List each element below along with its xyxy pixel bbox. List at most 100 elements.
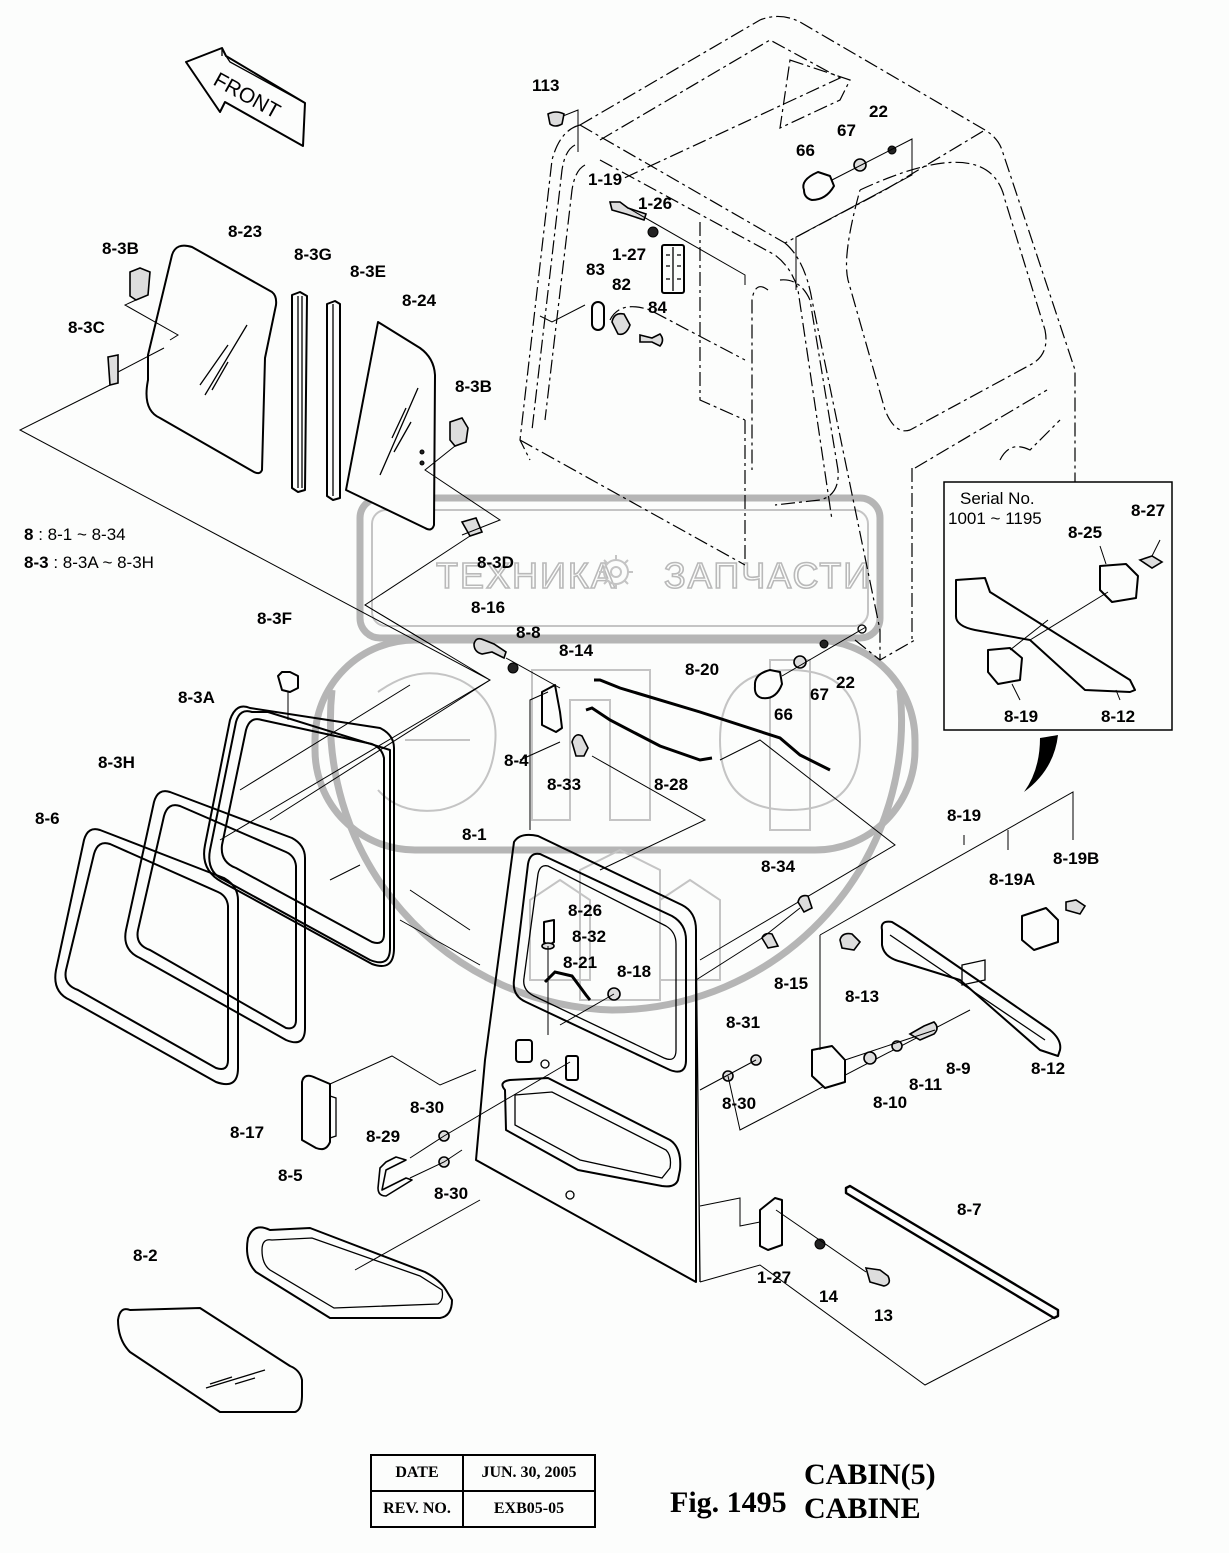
label-8-5: 8-5 [278, 1166, 303, 1185]
cap-113 [547, 111, 565, 127]
watermark-text-right: ЗАПЧАСТИ [664, 555, 871, 596]
label-8-19B: 8-19B [1053, 849, 1099, 868]
label-8-11: 8-11 [909, 1075, 942, 1094]
group-note-8-range: : 8-1 ~ 8-34 [38, 525, 125, 544]
handle-group [811, 735, 1087, 1089]
label-inset-8-12: 8-12 [1101, 707, 1135, 726]
watermark-logo-band [311, 636, 919, 854]
label-8-3B-lower: 8-3B [455, 377, 492, 396]
label-8-30-upper: 8-30 [410, 1098, 444, 1117]
label-8-1: 8-1 [462, 825, 487, 844]
figure-name: CABIN(5) CABINE [804, 1458, 936, 1526]
revision-table: DATE JUN. 30, 2005 REV. NO. EXB05-05 [370, 1454, 596, 1528]
rod-8-21 [543, 970, 592, 1001]
label-8-32: 8-32 [572, 927, 606, 946]
strip-8-7 [844, 1184, 1060, 1320]
inset-escutcheon-8-25 [1099, 563, 1139, 603]
inset-screw-8-27 [1138, 555, 1164, 569]
label-inset-8-19: 8-19 [1004, 707, 1038, 726]
label-8-9: 8-9 [946, 1059, 971, 1078]
washer-8-8 [507, 662, 519, 674]
label-8-29: 8-29 [366, 1127, 400, 1146]
serial-range: 1001 ~ 1195 [948, 509, 1042, 528]
label-66-door: 66 [774, 705, 793, 724]
watermark-tree [529, 848, 721, 1001]
bolt-13 [864, 1267, 891, 1287]
watermark-plate-inner [371, 509, 869, 627]
label-8-3H: 8-3H [98, 753, 135, 772]
label-22-top: 22 [869, 102, 888, 121]
label-1-19: 1-19 [588, 170, 622, 189]
block-8-3F [277, 671, 299, 693]
part-labels: 113 22 67 66 1-19 1-26 1-27 83 82 84 8-2… [24, 76, 1165, 1325]
nut-22-door [819, 639, 829, 649]
revision-label: REV. NO. [370, 1490, 464, 1528]
plate-83 [591, 301, 605, 331]
label-1-26: 1-26 [638, 194, 672, 213]
figure-name-fr: CABINE [804, 1492, 921, 1525]
label-8-12: 8-12 [1031, 1059, 1065, 1078]
door-lower-opening [501, 1077, 682, 1188]
label-8-34: 8-34 [761, 857, 796, 876]
label-8-3C: 8-3C [68, 318, 105, 337]
glass-8-2 [117, 1307, 303, 1413]
front-direction-arrow: FRONT [185, 47, 306, 147]
label-inset-8-25: 8-25 [1068, 523, 1102, 542]
label-8-20: 8-20 [685, 660, 719, 679]
label-13: 13 [874, 1306, 893, 1325]
label-66-top: 66 [796, 141, 815, 160]
nut-22-top [887, 145, 897, 155]
bolt-8-26 [543, 919, 555, 947]
cover-8-17 [301, 1074, 331, 1151]
latch-8-19 [811, 1045, 846, 1089]
door-lock-group [473, 624, 896, 961]
washer-67-door [793, 655, 807, 669]
washer-1-26 [647, 226, 659, 238]
clip-8-34 [797, 894, 813, 914]
rod-8-20 [594, 678, 831, 772]
knob-66-door [753, 669, 783, 700]
figure-name-en: CABIN(5) [804, 1458, 936, 1491]
nut-8-10 [863, 1051, 877, 1065]
bracket-8-3D [460, 517, 484, 537]
inset-pointer-arrow [1024, 735, 1058, 792]
label-8-24: 8-24 [402, 291, 437, 310]
serial-title: Serial No. [960, 489, 1035, 508]
label-83: 83 [586, 260, 605, 279]
hinge-1-27-bottom [759, 1197, 783, 1251]
hinge-strip-group [699, 1184, 1060, 1386]
weatherstrip-group [54, 671, 491, 1086]
washer-67-top [853, 158, 867, 172]
label-8-28: 8-28 [654, 775, 688, 794]
revision-row: REV. NO. EXB05-05 [370, 1490, 596, 1528]
label-8-3D: 8-3D [477, 553, 514, 572]
label-8-8: 8-8 [516, 623, 541, 642]
label-8-31: 8-31 [726, 1013, 760, 1032]
label-84: 84 [648, 298, 667, 317]
label-8-19: 8-19 [947, 806, 981, 825]
label-8-7: 8-7 [957, 1200, 982, 1219]
screw-8-19B [1065, 899, 1087, 915]
date-label: DATE [370, 1454, 464, 1492]
watermark-letter-p [531, 669, 651, 821]
cabin-shell [519, 15, 1076, 661]
door-window-opening [512, 852, 687, 1073]
watermark-text-left: ТЕХНИКА [436, 555, 617, 596]
label-8-3F: 8-3F [257, 609, 292, 628]
date-row: DATE JUN. 30, 2005 [370, 1454, 596, 1492]
label-8-17: 8-17 [230, 1123, 264, 1142]
label-8-23: 8-23 [228, 222, 262, 241]
label-8-13: 8-13 [845, 987, 879, 1006]
label-67-door: 67 [810, 685, 829, 704]
handle-8-12 [880, 920, 1062, 1057]
label-8-14: 8-14 [559, 641, 594, 660]
glass-8-23 [145, 244, 278, 475]
group-note-8-3-key: 8-3 [24, 553, 49, 572]
seal-8-6 [54, 828, 239, 1086]
label-14: 14 [819, 1287, 838, 1306]
inset-handle-8-12 [954, 577, 1136, 693]
label-8-10: 8-10 [873, 1093, 907, 1112]
striker-82 [611, 312, 631, 336]
escutcheon-8-19A [1021, 907, 1059, 951]
